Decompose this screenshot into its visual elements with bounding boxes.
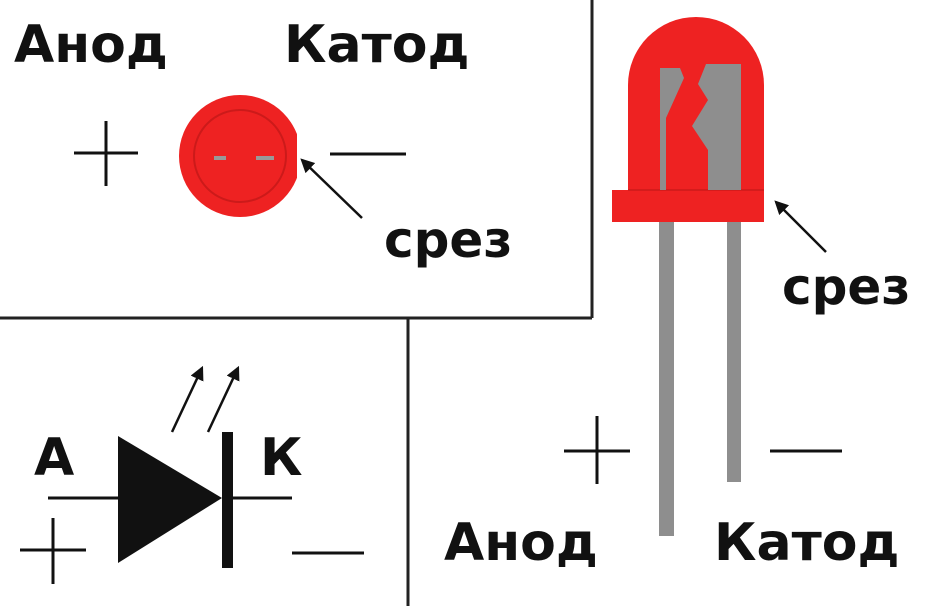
side-anode-label: Анод — [444, 513, 598, 573]
symbol-panel: А К — [20, 365, 364, 584]
top-view-panel: Анод Катод срез — [14, 15, 512, 269]
panel-frames — [0, 0, 594, 606]
top-anode-label: Анод — [14, 15, 168, 75]
cathode-anvil — [692, 64, 741, 190]
led-top-view-icon — [179, 95, 297, 217]
symbol-plus-sign — [20, 518, 86, 584]
side-plus-sign — [564, 416, 630, 484]
diode-symbol-icon — [48, 432, 292, 568]
led-side-view-icon — [612, 17, 764, 536]
light-arrows-icon — [170, 365, 240, 433]
symbol-anode-letter: А — [34, 428, 74, 488]
side-flat-label: срез — [782, 258, 910, 316]
anode-lead — [659, 222, 674, 536]
top-plus-sign — [74, 121, 138, 186]
symbol-cathode-bar — [222, 432, 233, 568]
top-cathode-label: Катод — [284, 15, 469, 75]
symbol-cathode-letter: К — [260, 428, 303, 488]
side-cathode-label: Катод — [714, 513, 899, 573]
led-dome — [628, 17, 764, 190]
led-base-rim — [612, 190, 764, 222]
anode-post — [660, 68, 684, 190]
symbol-triangle — [118, 436, 222, 563]
top-flat-label: срез — [384, 211, 512, 269]
cathode-lead — [727, 222, 741, 482]
top-flat-arrow — [300, 158, 363, 219]
side-view-panel: срез Анод Катод — [444, 17, 910, 573]
side-flat-arrow — [774, 200, 827, 253]
